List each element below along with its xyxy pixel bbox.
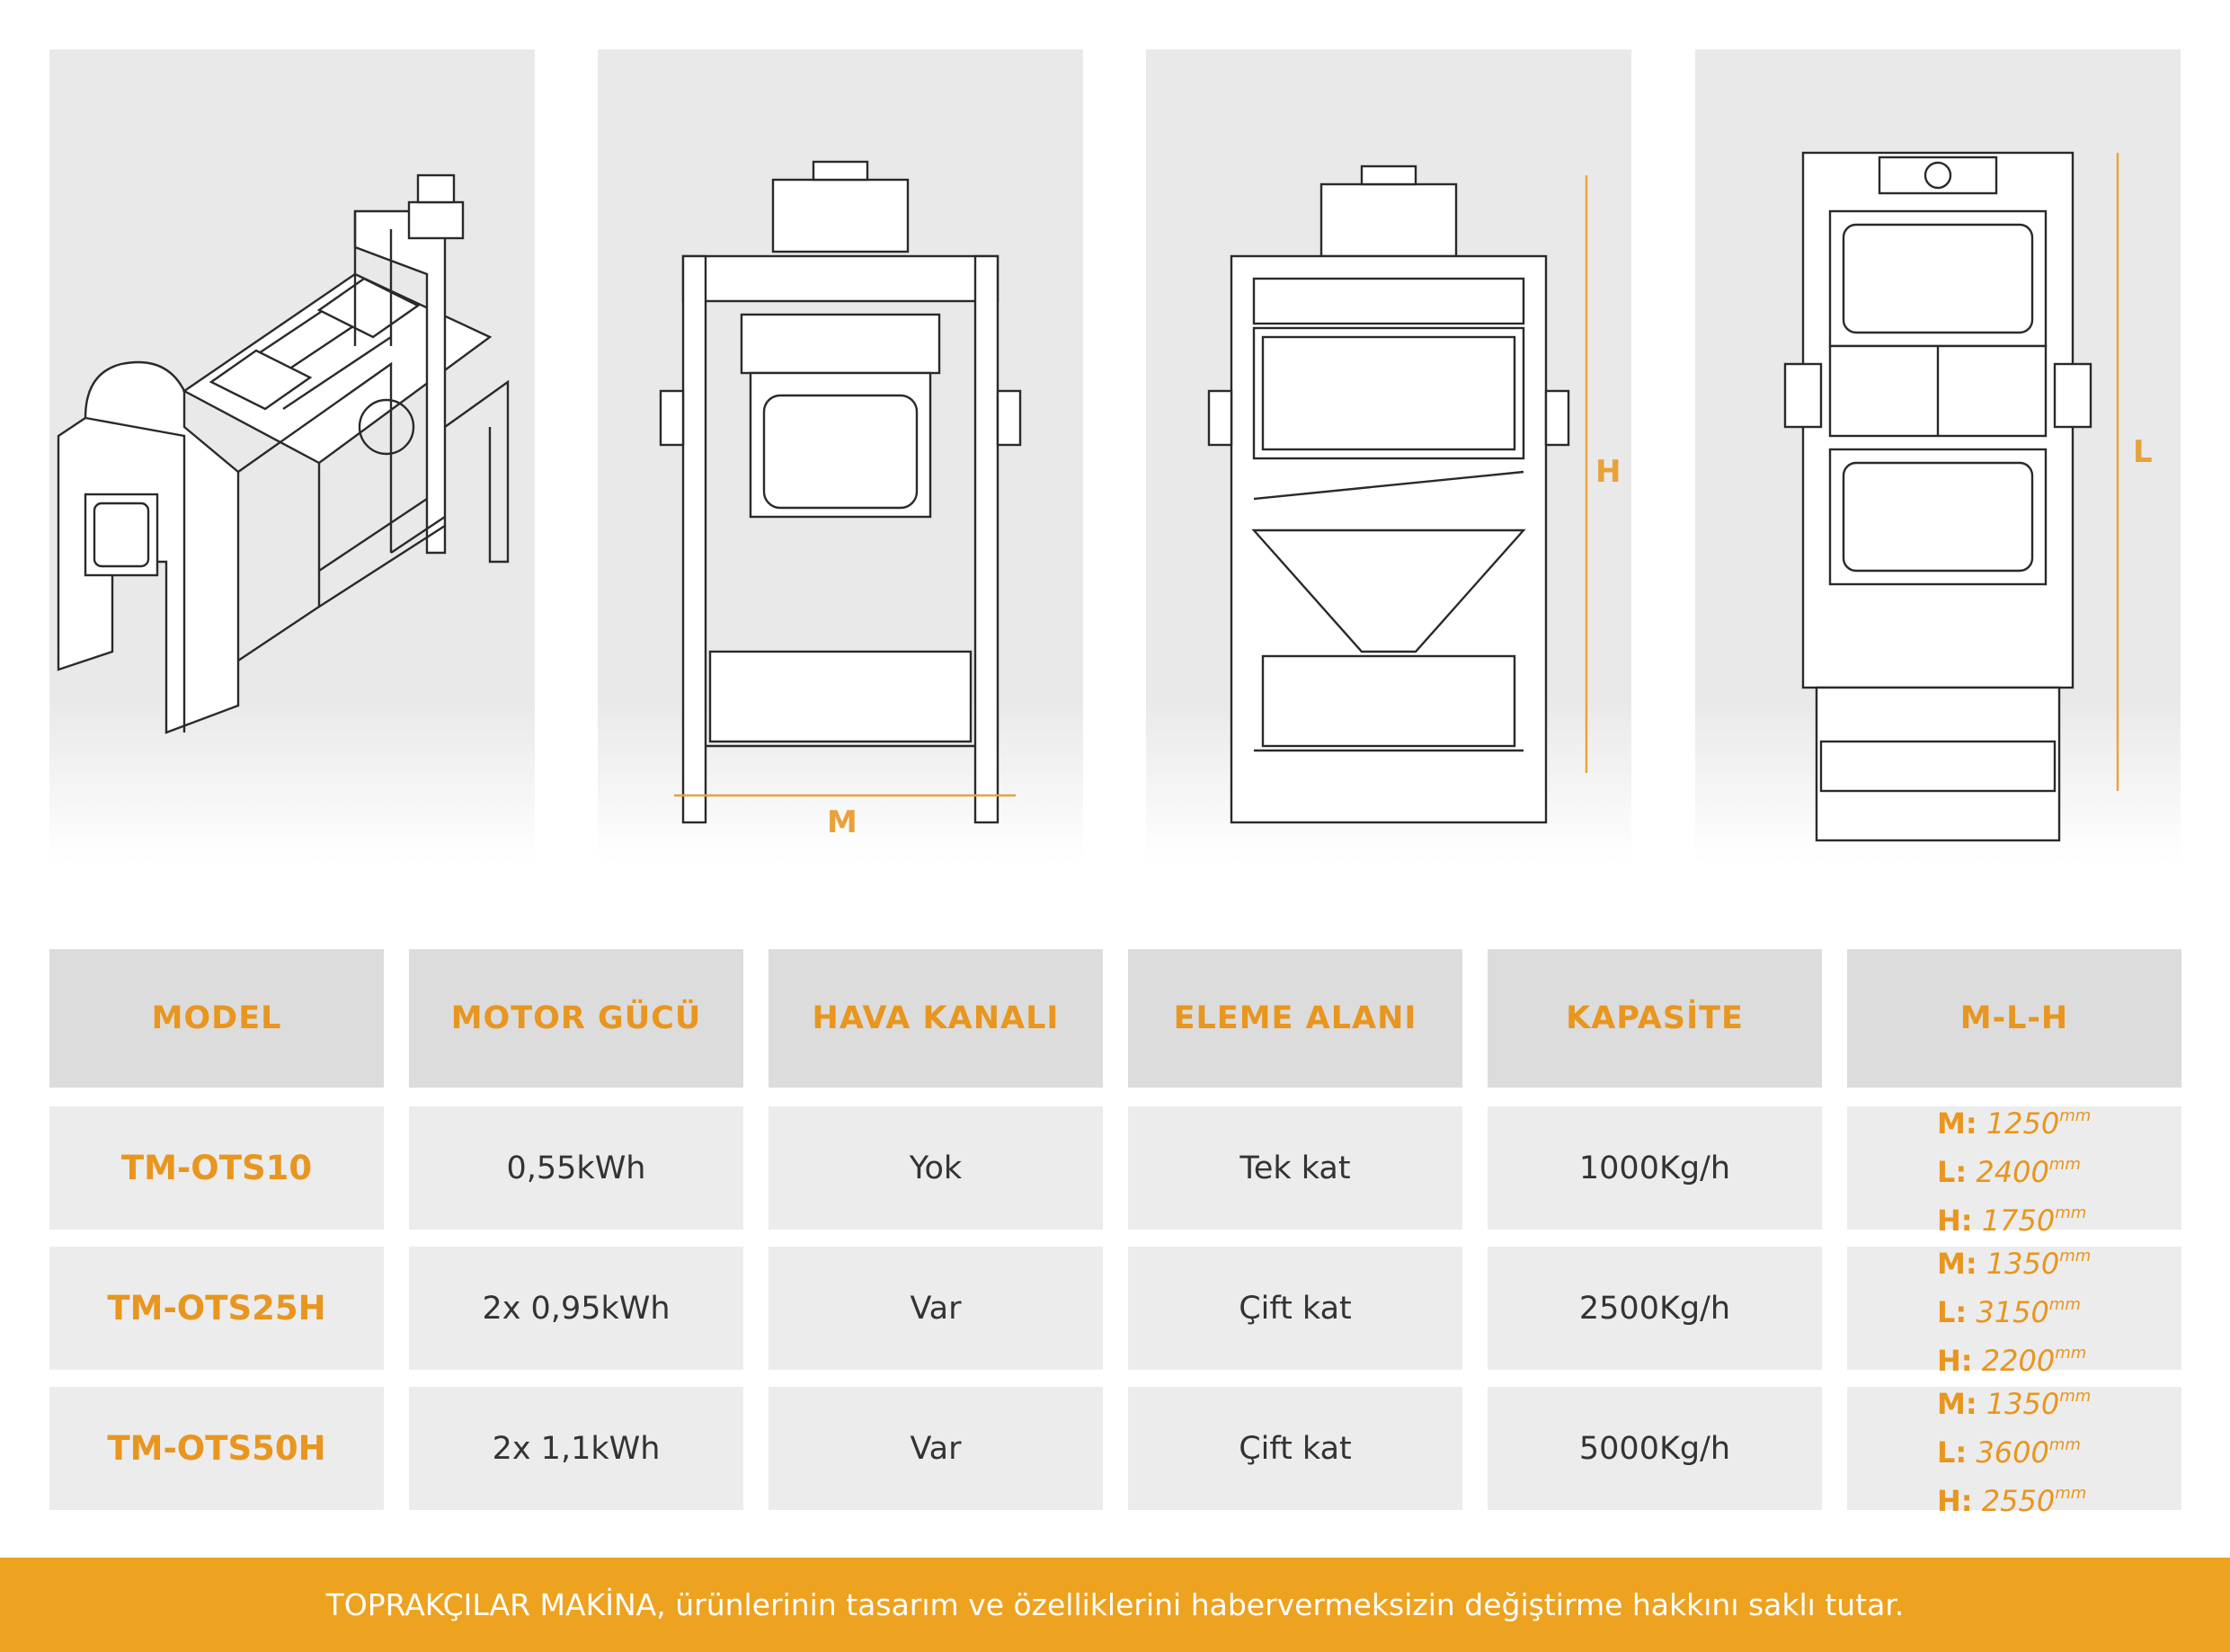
table-row-1-model: TM-OTS10 (49, 1106, 384, 1230)
front-view-panel: M (598, 49, 1083, 863)
dimension-l: L: 3150mm (1937, 1294, 2081, 1329)
width-dimension-label: M (827, 804, 857, 840)
table-row-2-air-duct: Var (769, 1247, 1103, 1370)
table-row-1-dimensions: M: 1250mm L: 2400mm H: 1750mm (1847, 1106, 2181, 1238)
table-row-1-air-duct: Yok (769, 1106, 1103, 1230)
dimension-l: L: 2400mm (1937, 1154, 2081, 1189)
table-row-3-motor: 2x 1,1kWh (409, 1387, 743, 1510)
table-row-3-air-duct: Var (769, 1387, 1103, 1510)
dimension-h: H: 1750mm (1937, 1203, 2087, 1238)
front-view-drawing (659, 160, 1022, 824)
dimension-m: M: 1250mm (1937, 1106, 2092, 1141)
top-view-panel: L (1695, 49, 2181, 863)
header-motor-power: MOTOR GÜCÜ (409, 949, 743, 1088)
dimension-l: L: 3600mm (1937, 1434, 2081, 1470)
table-row-3-screen-area: Çift kat (1128, 1387, 1462, 1510)
footer-disclaimer: TOPRAKÇILAR MAKİNA, ürünlerinin tasarım … (0, 1558, 2230, 1652)
dimension-h: H: 2550mm (1937, 1483, 2087, 1518)
isometric-machine-drawing (57, 173, 510, 734)
table-row-3-capacity: 5000Kg/h (1488, 1387, 1822, 1510)
isometric-view-panel (49, 49, 535, 863)
dimension-m: M: 1350mm (1937, 1386, 2092, 1421)
table-row-2-motor: 2x 0,95kWh (409, 1247, 743, 1370)
footer-text: TOPRAKÇILAR MAKİNA, ürünlerinin tasarım … (325, 1587, 1905, 1622)
top-view-drawing (1783, 151, 2119, 842)
header-capacity: KAPASİTE (1488, 949, 1822, 1088)
table-row-2-dimensions: M: 1350mm L: 3150mm H: 2200mm (1847, 1247, 2181, 1378)
length-dimension-label: L (2133, 434, 2153, 470)
table-row-3-dimensions: M: 1350mm L: 3600mm H: 2550mm (1847, 1387, 2181, 1518)
side-view-panel: H (1146, 49, 1631, 863)
header-air-duct: HAVA KANALI (769, 949, 1103, 1088)
dimension-h: H: 2200mm (1937, 1343, 2087, 1378)
table-row-3-model: TM-OTS50H (49, 1387, 384, 1510)
table-row-1-capacity: 1000Kg/h (1488, 1106, 1822, 1230)
height-dimension-label: H (1595, 454, 1621, 490)
header-dimensions: M-L-H (1847, 949, 2181, 1088)
side-view-drawing (1207, 164, 1588, 824)
table-row-1-screen-area: Tek kat (1128, 1106, 1462, 1230)
header-model: MODEL (49, 949, 384, 1088)
dimension-m: M: 1350mm (1937, 1246, 2092, 1281)
table-row-2-capacity: 2500Kg/h (1488, 1247, 1822, 1370)
header-screen-area: ELEME ALANI (1128, 949, 1462, 1088)
table-row-2-model: TM-OTS25H (49, 1247, 384, 1370)
table-row-1-motor: 0,55kWh (409, 1106, 743, 1230)
table-row-2-screen-area: Çift kat (1128, 1247, 1462, 1370)
